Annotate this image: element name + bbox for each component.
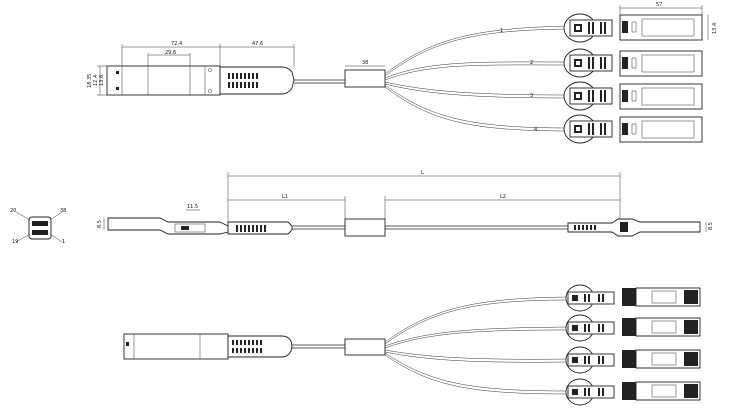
sfp-connector-3 [563,81,703,111]
dim-right-height: 8.5 [708,222,714,230]
bottom-splitter [344,338,386,356]
dim-height-inner-2: 13.6 [99,75,105,86]
dim-overall-head: 72.4 [171,41,182,47]
pin-label-38: 38 [60,208,66,214]
branch-2 [384,61,571,79]
side-head-right [567,218,701,237]
side-head-left [107,217,229,235]
dim-second-leg: L2 [500,194,506,200]
dim-total: L [421,170,424,176]
dim-first-leg: L1 [282,194,288,200]
bottom-pull-tab [227,335,293,358]
dim-height: 18.35 [87,74,93,88]
bottom-sfp-4 [565,378,701,406]
dim-pull: 47.6 [252,41,263,47]
bottom-sfp-3 [565,346,701,374]
qsfp-head-window [147,65,191,96]
branch-4 [384,84,571,129]
branch-number-4: 4 [534,127,537,133]
dim-left-height: 8.5 [97,220,103,228]
dim-height-inner-1: 12.4 [93,75,99,86]
qsfp-head-body [106,65,221,96]
bottom-view [123,284,701,406]
bottom-sfp-2 [565,314,701,342]
pull-tab-grip [228,73,258,88]
bottom-head-body [123,333,229,360]
dim-head-offset: 11.5 [187,204,198,210]
side-splitter [344,218,386,237]
dim-splitter: 38 [362,60,368,66]
sfp-connector-2 [563,48,703,78]
side-view: L L1 L2 11.5 8.5 8.5 [97,170,714,237]
end-view: 20 38 19 1 [10,208,66,245]
branch-number-1: 1 [500,28,503,34]
dim-window: 29.6 [165,50,176,56]
pull-tab [219,66,295,95]
pin-label-20: 20 [10,208,16,214]
sfp-connector-4 [563,114,703,144]
branch-3 [384,81,571,96]
bottom-sfp-1 [565,284,701,312]
pin-label-19: 19 [12,239,18,245]
pin-label-1: 1 [62,239,65,245]
dim-module-length: 57 [656,2,662,8]
connector-face [28,216,52,240]
dim-module-height: 13.4 [712,23,718,34]
top-view: 72.4 29.6 47.6 18.35 12.4 13.6 38 57 13.… [87,2,718,144]
sfp-connector-1 [563,13,703,43]
branch-1 [384,25,571,75]
branch-number-2: 2 [530,60,533,66]
splitter-body [344,69,386,88]
branch-number-3: 3 [530,93,533,99]
